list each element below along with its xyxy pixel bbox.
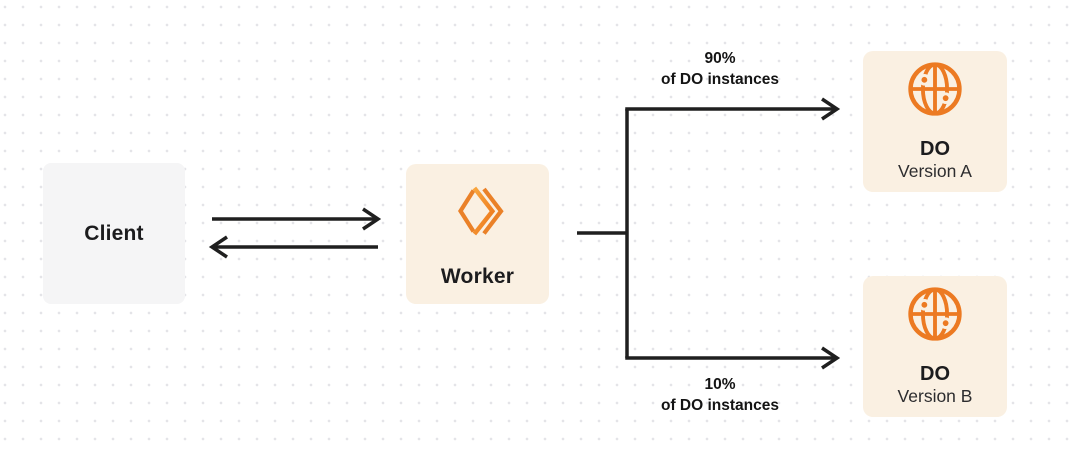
globe-icon (908, 62, 962, 116)
worker-node: Worker (406, 164, 549, 304)
split-top-percent: 90% (704, 50, 736, 67)
do-a-title: DO (920, 138, 950, 160)
client-node: Client (43, 163, 185, 304)
split-bottom-percent: 10% (704, 376, 736, 393)
do-version-a-node: DO Version A (863, 51, 1007, 192)
client-label: Client (84, 221, 144, 245)
worker-label: Worker (440, 265, 515, 288)
arrow-to-do-a-head (821, 97, 841, 121)
split-bottom-label: 10% of DO instances (602, 374, 838, 416)
do-b-title: DO (920, 363, 950, 385)
do-a-subtitle: Version A (898, 161, 972, 181)
split-connector (577, 97, 841, 370)
arrow-worker-to-client-head (208, 235, 228, 259)
client-worker-arrows (208, 207, 382, 259)
do-version-b-node: DO Version B (863, 276, 1007, 417)
arrow-client-to-worker-head (362, 207, 382, 231)
split-top-label: 90% of DO instances (602, 48, 838, 90)
workers-chevrons-icon (457, 186, 504, 236)
split-top-caption: of DO instances (661, 71, 779, 88)
arrow-to-do-b-head (821, 346, 841, 370)
globe-icon (908, 287, 962, 341)
do-b-subtitle: Version B (897, 386, 973, 406)
split-bottom-caption: of DO instances (661, 397, 779, 414)
